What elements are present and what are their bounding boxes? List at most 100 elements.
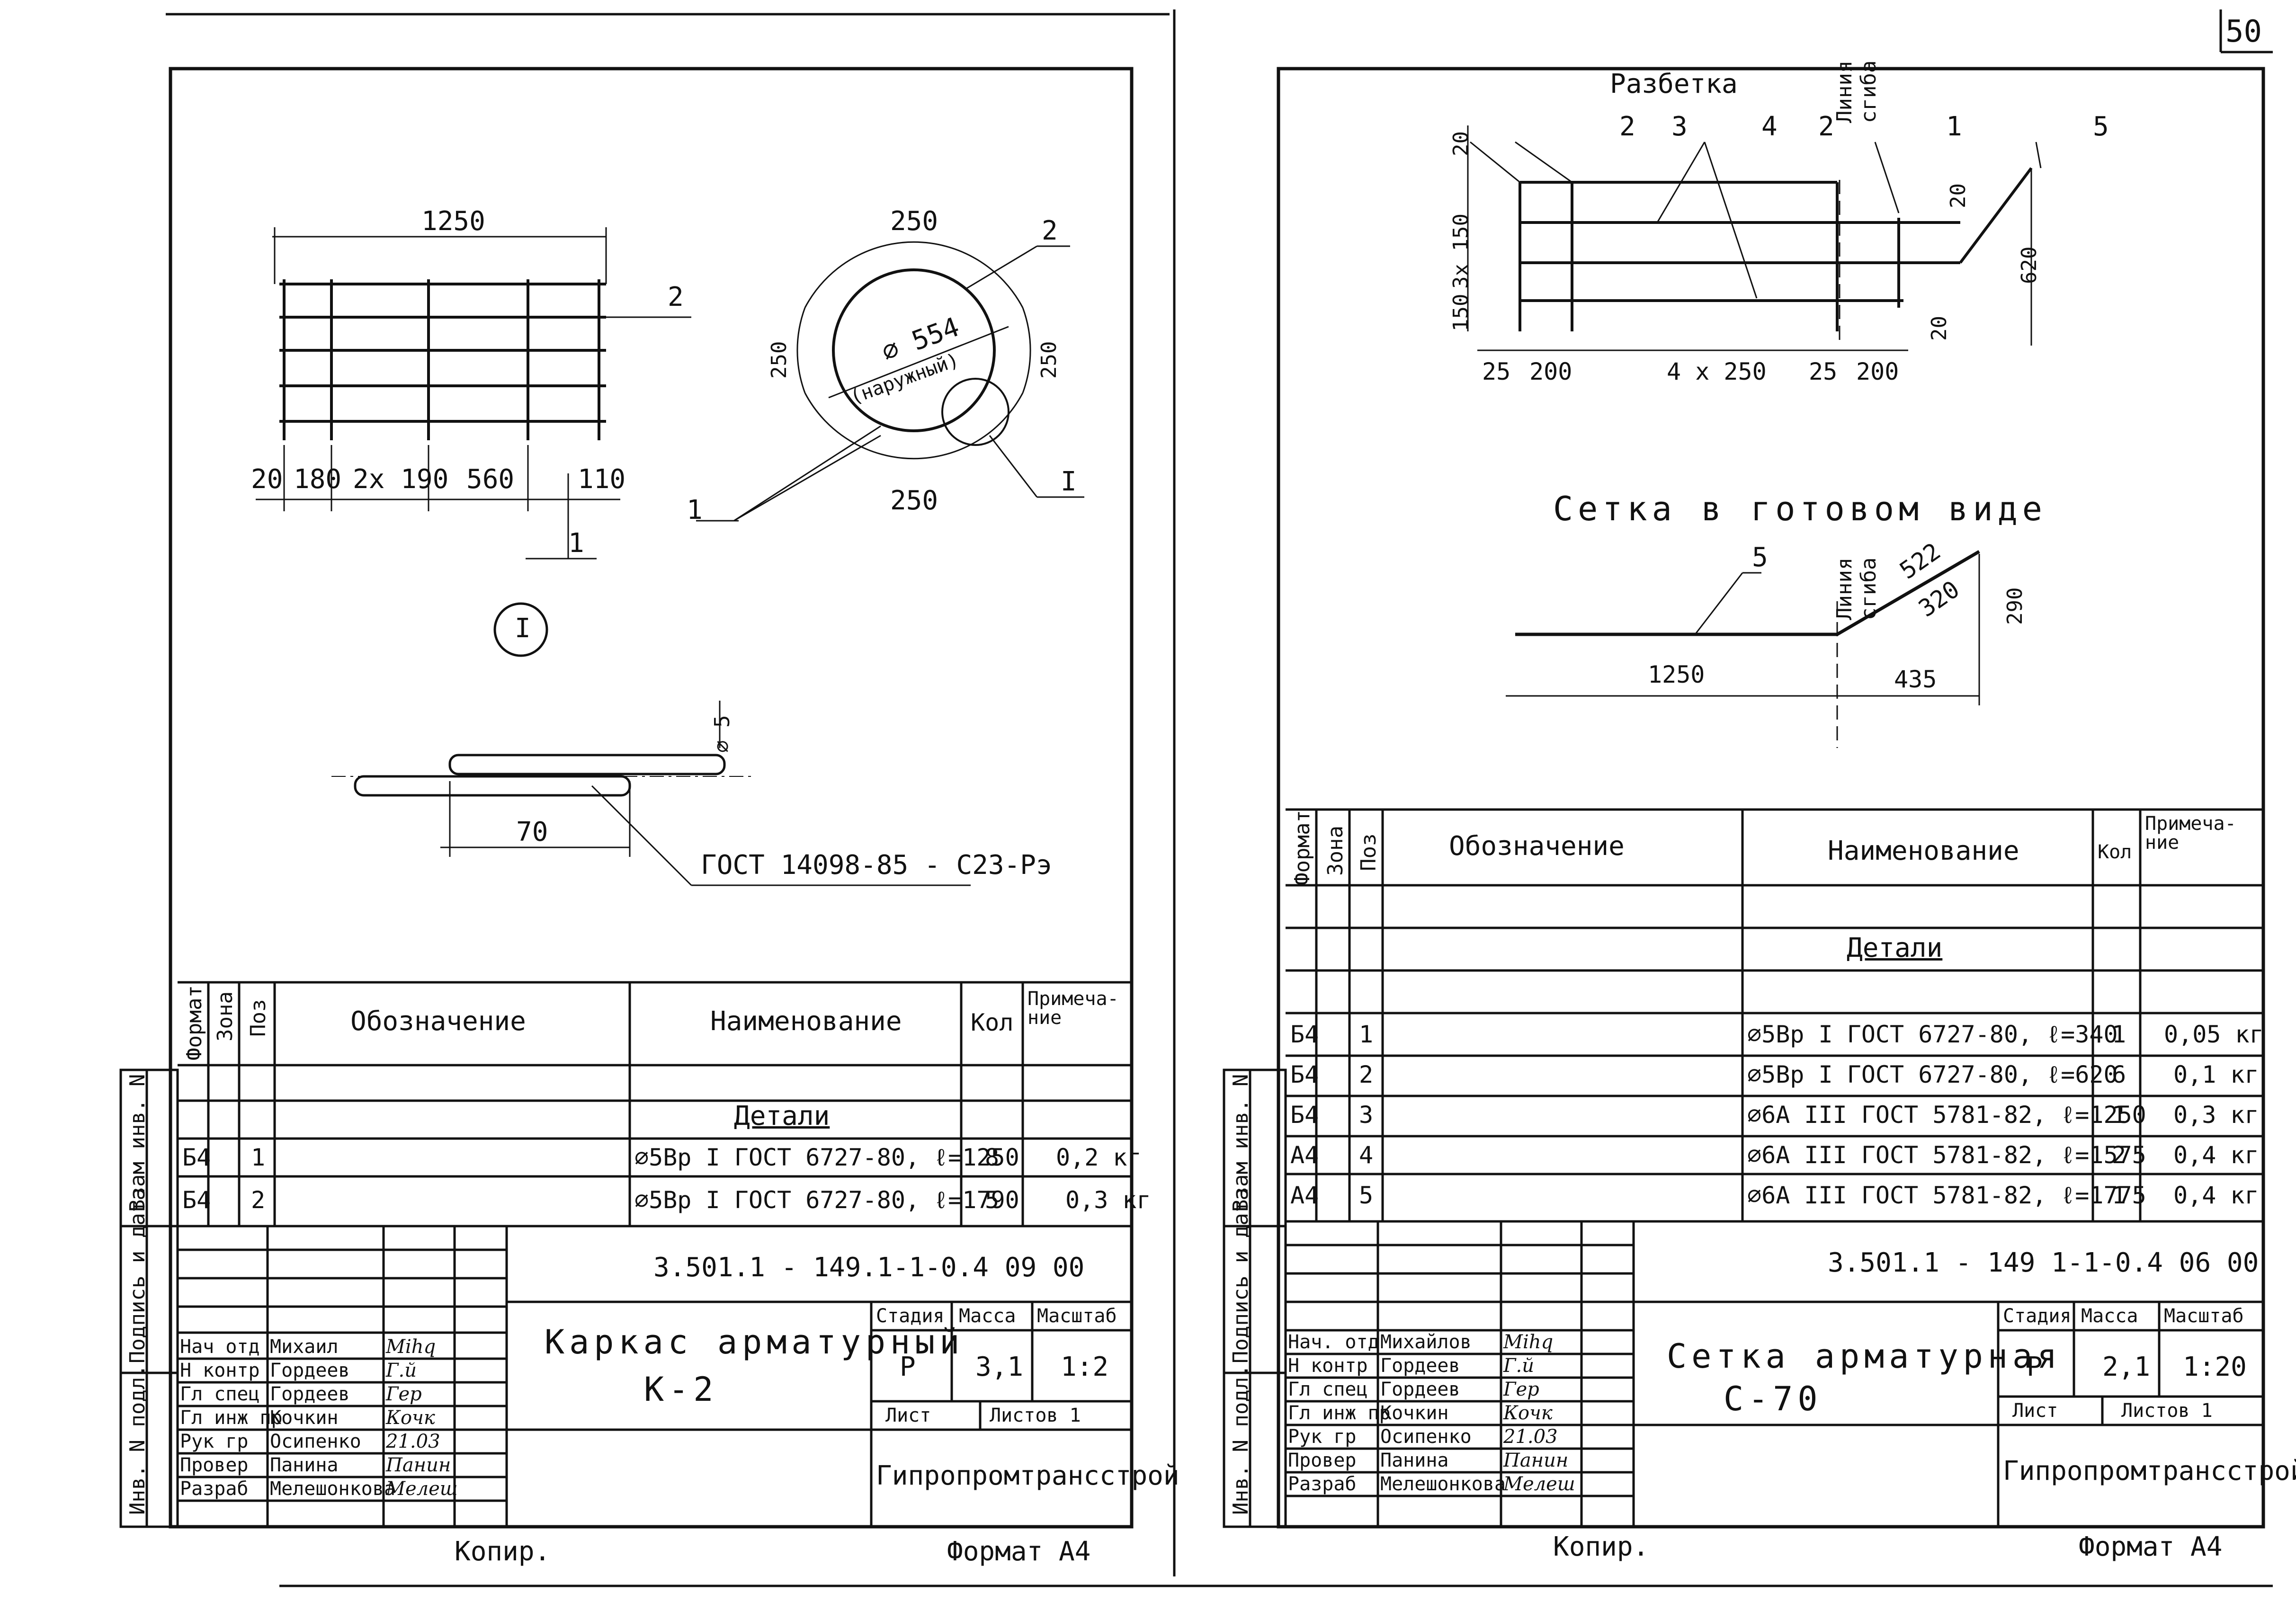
doc-title: Каркас арматурный	[545, 1323, 965, 1362]
hdr-zone: Зона	[213, 991, 237, 1041]
staff-name: Мелешонкова	[1380, 1473, 1506, 1495]
row1-qty: 8	[985, 1144, 1000, 1171]
staff-role: Гл спец	[1288, 1379, 1368, 1400]
row2-name: ⌀5Вр I ГОСТ 6727-80, ℓ=620	[1747, 1061, 2118, 1088]
dim-seg-b: 180	[294, 464, 342, 495]
dim-seg-e: 110	[578, 464, 626, 495]
staff-name: Осипенко	[270, 1431, 361, 1452]
doc-subtitle: К-2	[644, 1370, 718, 1409]
ring-dim-bottom: 250	[890, 485, 938, 516]
copy-label: Копир.	[1553, 1531, 1649, 1562]
row5-name: ⌀6А III ГОСТ 5781-82, ℓ=1775	[1747, 1182, 2146, 1209]
staff-signature: Кочк	[1503, 1402, 1553, 1424]
callout-2: 2	[668, 282, 684, 312]
page-number: 50	[2225, 14, 2262, 49]
dim-3x150: 3x 150	[1449, 214, 1473, 289]
staff-role: Н контр	[1288, 1355, 1368, 1377]
dim-200b: 200	[1856, 358, 1899, 385]
staff-signature: Мелеш	[1503, 1473, 1575, 1495]
doc-title: Сетка арматурная	[1667, 1337, 2062, 1376]
staff-role: Нач. отд	[1288, 1331, 1379, 1353]
row1-pos: 1	[1359, 1021, 1374, 1048]
ring-dim-right: 250	[1037, 341, 1061, 379]
hdr-pos: Поз	[1357, 833, 1381, 871]
dim-200a: 200	[1529, 358, 1572, 385]
side-label-sign: Подпись и дата	[1229, 1188, 1253, 1363]
format-label: Формат А4	[2079, 1531, 2223, 1562]
side-label-sign: Подпись и дата	[125, 1188, 150, 1363]
row1-note: 0,2 кг	[1056, 1144, 1142, 1171]
dim-seg-a: 20	[251, 464, 283, 495]
staff-signature: Панин	[1503, 1450, 1569, 1471]
row4-note: 0,4 кг	[2173, 1141, 2259, 1169]
staff-role: Рук гр	[1288, 1426, 1357, 1448]
sheets-label: Листов 1	[2121, 1400, 2213, 1422]
staff-signature: Панин	[386, 1454, 451, 1476]
dim-4x250: 4 x 250	[1667, 358, 1767, 385]
staff-signature: 21.03	[1503, 1426, 1558, 1448]
stage-label: Стадия	[876, 1305, 945, 1327]
copy-label: Копир.	[455, 1536, 551, 1567]
hdr-format: Формат	[1290, 810, 1314, 885]
hdr-zone: Зона	[1323, 826, 1348, 876]
staff-name: Мелешонкова	[270, 1478, 395, 1500]
row3-qty: 1	[2112, 1101, 2126, 1129]
staff-signature: Mihq	[1503, 1331, 1554, 1353]
staff-name: Осипенко	[1380, 1426, 1472, 1448]
staff-role: Разраб	[180, 1478, 249, 1500]
staff-role: Разраб	[1288, 1473, 1357, 1495]
row5-qty: 1	[2112, 1182, 2126, 1209]
hdr-designation: Обозначение	[350, 1006, 526, 1037]
staff-name: Панина	[270, 1454, 339, 1476]
row2-format: Б4	[182, 1186, 211, 1214]
row3-format: Б4	[1290, 1101, 1319, 1129]
hdr-note: Примеча-ние	[1027, 988, 1119, 1029]
markup-title: Разбетка	[1610, 69, 1738, 99]
hdr-qty: Кол	[2098, 841, 2132, 863]
org-name: Гипропромтрансстрой	[876, 1460, 1179, 1491]
sheets-label: Листов 1	[990, 1405, 1081, 1426]
staff-role: Гл инж пр	[1288, 1402, 1391, 1424]
staff-name: Гордеев	[1380, 1355, 1460, 1377]
doc-code: 3.501.1 - 149.1-1-0.4 09 00	[653, 1252, 1085, 1283]
row1-format: Б4	[182, 1144, 211, 1171]
staff-name: Михаил	[270, 1336, 339, 1358]
dim-620: 620	[2017, 246, 2041, 284]
doc-code: 3.501.1 - 149 1-1-0.4 06 00	[1828, 1247, 2259, 1278]
staff-role: Гл инж пр	[180, 1407, 283, 1429]
staff-name: Кочкин	[270, 1407, 339, 1429]
staff-role: Провер	[180, 1454, 249, 1476]
row2-name: ⌀5Вр I ГОСТ 6727-80, ℓ=1790	[634, 1186, 1019, 1214]
row5-format: А4	[1290, 1182, 1319, 1209]
row2-pos: 2	[1359, 1061, 1374, 1088]
row3-name: ⌀6А III ГОСТ 5781-82, ℓ=1250	[1747, 1101, 2146, 1129]
dim-25a: 25	[1482, 358, 1511, 385]
hdr-qty: Кол	[971, 1009, 1014, 1036]
sheet-label: Лист	[2012, 1400, 2058, 1422]
row4-qty: 2	[2112, 1141, 2126, 1169]
staff-name: Кочкин	[1380, 1402, 1449, 1424]
row1-qty: 1	[2112, 1021, 2126, 1048]
hdr-name: Наименование	[1828, 836, 2019, 866]
ready-callout-5: 5	[1752, 542, 1768, 573]
ready-dim-435: 435	[1894, 666, 1937, 693]
staff-role: Рук гр	[180, 1431, 249, 1452]
hdr-note: Примеча-ние	[2145, 813, 2236, 854]
bend-line-label: Линия сгиба	[1832, 60, 1881, 123]
row2-note: 0,1 кг	[2173, 1061, 2259, 1088]
row5-pos: 5	[1359, 1182, 1374, 1209]
dim-seg-d: 560	[466, 464, 515, 495]
scale-value: 1:20	[2183, 1352, 2247, 1382]
mass-value: 2,1	[2102, 1352, 2151, 1382]
ring-callout-2: 2	[1042, 215, 1058, 246]
row4-format: А4	[1290, 1141, 1319, 1169]
weld-length: 70	[516, 817, 548, 847]
row4-name: ⌀6А III ГОСТ 5781-82, ℓ=1575	[1747, 1141, 2146, 1169]
stage-value: Р	[900, 1352, 916, 1382]
side-label-inv: Инв. N подл.	[125, 1364, 150, 1515]
row1-note: 0,05 кг	[2164, 1021, 2264, 1048]
dim-150: 150	[1449, 294, 1473, 331]
row2-qty: 6	[2112, 1061, 2126, 1088]
staff-signature: Кочк	[386, 1407, 435, 1429]
callout-2b: 2	[1818, 111, 1834, 142]
